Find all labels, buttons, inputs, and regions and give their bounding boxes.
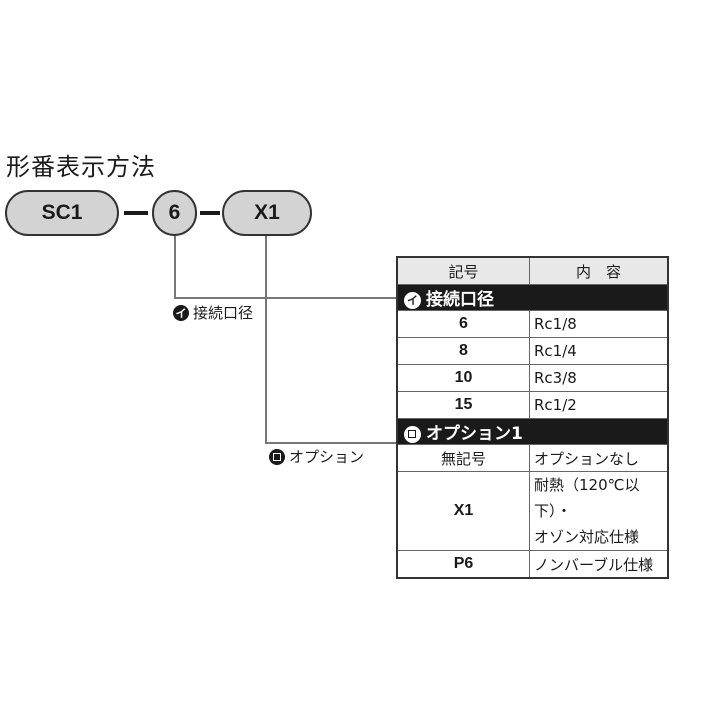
- option-badge-icon: [269, 448, 285, 465]
- row-content: Rc3/8: [529, 364, 669, 392]
- section-row-option: オプション1: [396, 418, 669, 445]
- row-code: 15: [396, 391, 530, 419]
- connection-badge-icon: イ: [173, 304, 189, 321]
- header-code: 記号: [396, 256, 530, 285]
- separator-dash: [200, 211, 220, 215]
- row-content: Rc1/2: [529, 391, 669, 419]
- model-base-pill: SC1: [5, 190, 119, 236]
- section-row-connection: イ接続口径: [396, 284, 669, 311]
- row-code: 10: [396, 364, 530, 392]
- row-code: X1: [396, 471, 530, 551]
- option-section-badge-icon: [404, 425, 421, 443]
- row-content: Rc1/8: [529, 310, 669, 338]
- table-row: 無記号 オプションなし: [396, 444, 669, 472]
- row-code: P6: [396, 550, 530, 579]
- section-title: オプション1: [426, 424, 523, 444]
- row-content: ノンバーブル仕様: [529, 550, 669, 579]
- table-row: 15 Rc1/2: [396, 391, 669, 419]
- row-content: 耐熱（120℃以下）・ オゾン対応仕様: [529, 471, 669, 551]
- row-content: オプションなし: [529, 444, 669, 472]
- row-content: Rc1/4: [529, 337, 669, 365]
- header-content: 内 容: [529, 256, 669, 285]
- connector-option-vertical: [265, 236, 267, 444]
- row-code: 8: [396, 337, 530, 365]
- table-row: P6 ノンバーブル仕様: [396, 550, 669, 579]
- table-row: 10 Rc3/8: [396, 364, 669, 392]
- row-content-line: オゾン対応仕様: [534, 528, 640, 546]
- table-row: 8 Rc1/4: [396, 337, 669, 365]
- connection-label: イ 接続口径: [173, 302, 253, 323]
- row-code: 無記号: [396, 444, 530, 472]
- option-label-text: オプション: [289, 448, 365, 466]
- connector-option-horizontal: [265, 442, 396, 444]
- connector-size-vertical: [174, 236, 176, 298]
- separator-dash: [124, 211, 148, 215]
- model-size-pill: 6: [152, 190, 197, 236]
- connection-label-text: 接続口径: [193, 304, 254, 322]
- table-row: 6 Rc1/8: [396, 310, 669, 338]
- row-code: 6: [396, 310, 530, 338]
- model-option-pill: X1: [222, 190, 312, 236]
- page-title: 形番表示方法: [6, 153, 156, 181]
- connector-size-horizontal: [174, 297, 396, 299]
- spec-table: 記号 内 容 イ接続口径 6 Rc1/8 8 Rc1/4 10 Rc3/8 15…: [396, 256, 669, 579]
- option-label: オプション: [269, 446, 364, 467]
- row-content-line: 耐熱（120℃以下）・: [534, 476, 640, 520]
- connection-section-badge-icon: イ: [404, 291, 421, 309]
- table-header-row: 記号 内 容: [396, 256, 669, 285]
- section-title: 接続口径: [426, 290, 494, 310]
- table-row: X1 耐熱（120℃以下）・ オゾン対応仕様: [396, 471, 669, 551]
